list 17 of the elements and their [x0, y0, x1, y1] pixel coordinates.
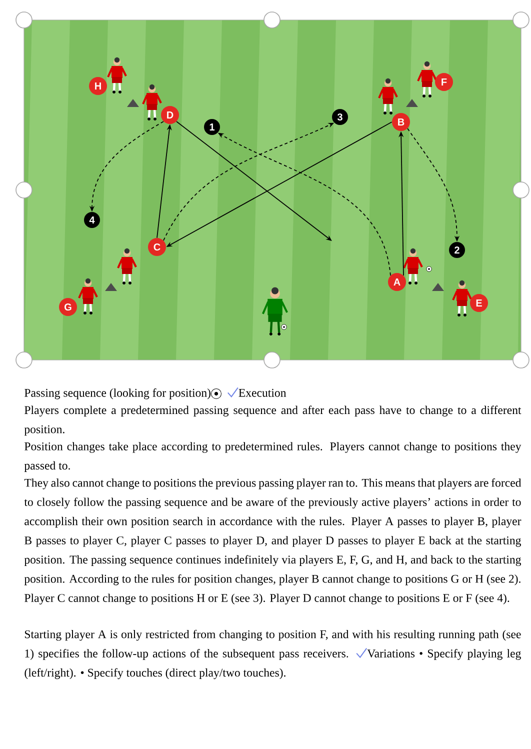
player-label: E — [470, 294, 488, 312]
label: (left/right). • Specify touches (direct play/two touches). — [24, 668, 286, 680]
label: 1) specifies the follow-up actions of the subsequent pass receivers. — [25, 649, 348, 660]
paragraph-text: Starting player A is only restricted from changing to position F, and with his resulting running path (see 1) specifies the follow-up actions of the subsequent pass receivers. Variations • Specify playing leg (left/right). • Specify touches (direct play/two touches). — [24, 630, 521, 680]
paragraph-text: They also cannot change to positions the previous passing player ran to. This means that players are forced to closely follow the passing sequence and be aware of the previously active players’ actions in order to accomplish their own position search in accordance with the rules. Player A passes to player B, player B passes to player C, player C passes to player D, and player D passes to player E back at the starting position. The passing sequence continues indefinitely via players E, F, G, and H, and back to the starting position. According to the rules for position changes, player B cannot change to positions G or H (see 2). Player C cannot change to positions H or E (see 3). Player D cannot change to positions E or F (see 4). — [24, 478, 522, 604]
label: Starting player A is only restricted from changing to position F, and with his resulting running path (see — [24, 630, 521, 641]
player-label: B — [392, 113, 410, 131]
player-label: D — [161, 106, 179, 124]
heading-text: Passing sequence (looking for position) Execution — [24, 387, 286, 400]
label: Variations • Specify playing leg — [367, 649, 521, 660]
player-label: H — [89, 77, 107, 95]
player-label: C — [148, 238, 166, 256]
player-label: A — [388, 273, 406, 291]
paragraph-text: Players complete a predetermined passing sequence and after each pass have to change to a different position. — [24, 406, 522, 436]
paragraph-text: Position changes take place according to predetermined rules. Players cannot change to positions they passed to. — [24, 442, 522, 472]
player-label: G — [59, 298, 77, 316]
player-label: F — [435, 73, 453, 91]
